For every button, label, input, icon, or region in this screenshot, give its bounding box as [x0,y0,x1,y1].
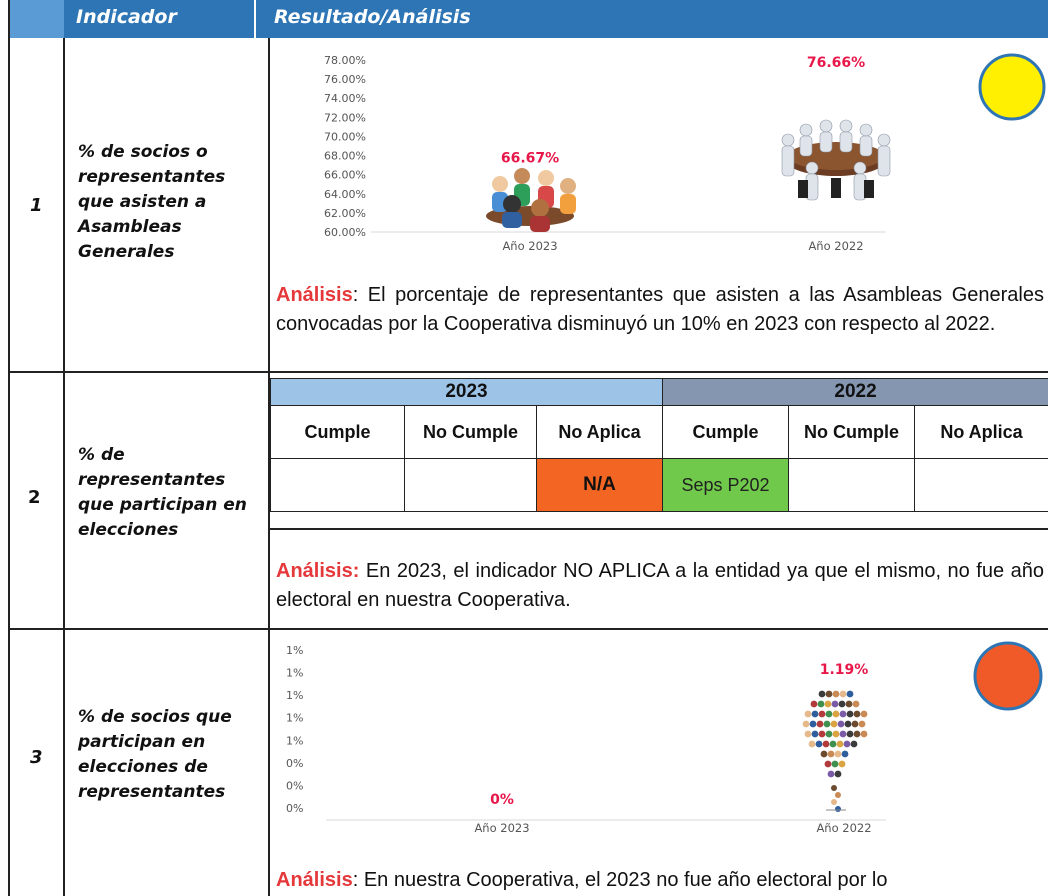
analysis-label: Análisis [276,869,353,891]
y-tick-label: 0% [286,802,303,815]
analysis-text: : El porcentaje de representantes que as… [276,284,1044,335]
chart-asistencia: 60.00% 62.00% 64.00% 66.00% 68.00% 70.00% 72.0… [324,53,1046,253]
analysis-paragraph: Análisis: En 2023, el indicador NO APLIC… [276,557,1044,615]
status-indicator-yellow [978,53,1046,121]
x-tick-label-2022: Año 2022 [816,821,871,835]
y-tick-label: 1% [286,667,303,680]
y-tick-label: 70.00% [324,130,366,143]
x-tick-label-2022: Año 2022 [808,239,863,253]
data-label-2023: 66.67% [501,150,559,166]
cell-na: N/A [535,458,664,512]
data-label-2022: 1.19% [820,662,869,678]
cell-empty [914,458,1048,512]
data-label-2023: 0% [490,792,514,808]
indicator-text: % de representantes que participan en el… [78,445,247,540]
cell-seps: Seps P202 [662,458,790,512]
row-number: 3 [30,747,43,768]
cell-empty [404,458,537,512]
year-header-2022: 2022 [662,378,1048,406]
col-cumple: Cumple [270,405,405,459]
y-tick-label: 62.00% [324,207,366,220]
col-no-aplica: No Aplica [535,405,664,459]
status-indicator-orange [973,641,1043,711]
y-tick-label: 1% [286,734,303,747]
y-tick-label: 1% [286,644,303,657]
y-tick-label: 72.00% [324,111,366,124]
chart-participacion: 1% 1% 1% 1% 1% 0% 0% 0% 0% 1.19% Año 2023 Año 2… [286,641,1043,835]
header-number-cell [8,0,64,38]
row-number: 1 [30,195,43,216]
col-no-cumple: No Cumple [788,405,916,459]
analysis-text: : En nuestra Cooperativa, el 2023 no fue… [352,869,888,891]
row-divider [8,371,1048,373]
x-tick-label-2023: Año 2023 [474,821,529,835]
grid-line [8,38,10,896]
y-tick-label: 68.00% [324,150,366,163]
analysis-text: En 2023, el indicador NO APLICA a la ent… [276,560,1044,611]
header-result: Resultado/Análisis [256,0,1048,38]
grid-line [268,38,270,896]
y-tick-label: 60.00% [324,226,366,239]
compliance-table: 2023 2022 Cumple No Cumple No Aplica Cum… [269,378,1048,512]
col-no-aplica: No Aplica [914,405,1048,459]
crowd-illustration [802,690,868,812]
indicator-text: % de socios o representantes que asisten… [78,142,226,262]
y-tick-label: 0% [286,779,303,792]
y-tick-label: 76.00% [324,73,366,86]
year-header-2023: 2023 [269,378,664,406]
y-tick-label: 66.00% [324,169,366,182]
x-tick-label-2023: Año 2023 [502,239,557,253]
y-tick-label: 74.00% [324,92,366,105]
col-cumple: Cumple [662,405,790,459]
row-divider [8,628,1048,630]
analysis-label: Análisis [276,284,353,306]
table-header: Indicador Resultado/Análisis [0,0,1048,38]
y-tick-label: 64.00% [324,188,366,201]
grid-line [63,38,65,896]
y-tick-label: 1% [286,689,303,702]
data-label-2022: 76.66% [807,55,865,71]
people-meeting-illustration [486,168,576,232]
col-no-cumple: No Cumple [404,405,537,459]
analysis-label: Análisis: [276,560,360,582]
y-tick-label: 78.00% [324,54,366,67]
round-table-illustration [781,119,891,201]
header-indicator: Indicador [64,0,254,38]
row-number: 2 [28,487,41,508]
analysis-paragraph: Análisis: En nuestra Cooperativa, el 202… [276,866,1044,895]
y-tick-label: 0% [286,757,303,770]
y-tick-label: 1% [286,712,303,725]
analysis-paragraph: Análisis: El porcentaje de representante… [276,281,1044,339]
indicator-text: % de socios que participan en elecciones… [78,707,232,802]
cell-empty [270,458,405,512]
row-divider [268,528,1048,530]
cell-empty [788,458,916,512]
